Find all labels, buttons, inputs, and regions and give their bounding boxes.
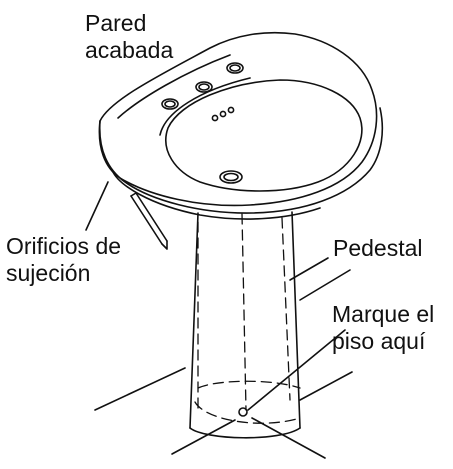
- drain-inner: [223, 172, 239, 182]
- faucet-hole-left-inner: [164, 100, 176, 108]
- finished-wall-line-1: Pared: [85, 10, 147, 36]
- overflow-hole-1: [211, 114, 219, 122]
- pedestal-base: [189, 427, 301, 439]
- pencil-icon: [130, 192, 168, 250]
- sink-bowl-inner: [165, 79, 363, 192]
- sink-rim-outer: [98, 31, 378, 207]
- floor-dashed-front: [194, 401, 301, 424]
- floor-line-right-top: [299, 371, 353, 401]
- faucet-hole-center: [195, 81, 213, 93]
- leader-mark-floor: [247, 329, 346, 411]
- leader-mounting-holes: [85, 181, 109, 231]
- faucet-hole-left: [161, 98, 179, 110]
- finished-wall-label: Pared acabada: [85, 10, 173, 64]
- floor-line-left-top: [94, 367, 186, 411]
- sink-deck: [117, 54, 231, 119]
- pedestal-dashed-center: [241, 213, 247, 411]
- overflow-hole-2: [219, 110, 227, 118]
- sink-underside: [111, 169, 321, 220]
- mark-floor-label: Marque el piso aquí: [332, 301, 434, 355]
- floor-line-right-bottom: [251, 417, 326, 459]
- sink-bowl-inner-edge: [159, 77, 251, 136]
- leader-pedestal-2: [299, 269, 351, 301]
- pedestal-right-side: [291, 211, 301, 429]
- mounting-holes-label: Orificios de sujeción: [6, 233, 121, 287]
- sink-front-lip: [98, 107, 384, 214]
- pedestal-left-side: [189, 212, 199, 429]
- faucet-hole-center-inner: [198, 83, 210, 91]
- leader-pedestal-1: [289, 257, 329, 281]
- faucet-hole-right: [226, 62, 244, 74]
- mounting-holes-line-2: sujeción: [6, 260, 91, 286]
- mark-floor-line-1: Marque el: [332, 301, 435, 327]
- overflow-hole-3: [227, 106, 235, 114]
- pedestal-dashed-right: [281, 217, 291, 401]
- mark-floor-line-2: piso aquí: [332, 328, 426, 354]
- finished-wall-line-2: acabada: [85, 37, 174, 63]
- pedestal-label: Pedestal: [333, 235, 423, 261]
- floor-line-left-bottom: [171, 419, 236, 455]
- faucet-hole-right-inner: [229, 64, 241, 72]
- floor-mark: [238, 407, 248, 417]
- floor-dashed-back: [197, 380, 301, 389]
- drain-outer: [219, 170, 243, 184]
- mounting-holes-line-1: Orificios de: [6, 233, 122, 259]
